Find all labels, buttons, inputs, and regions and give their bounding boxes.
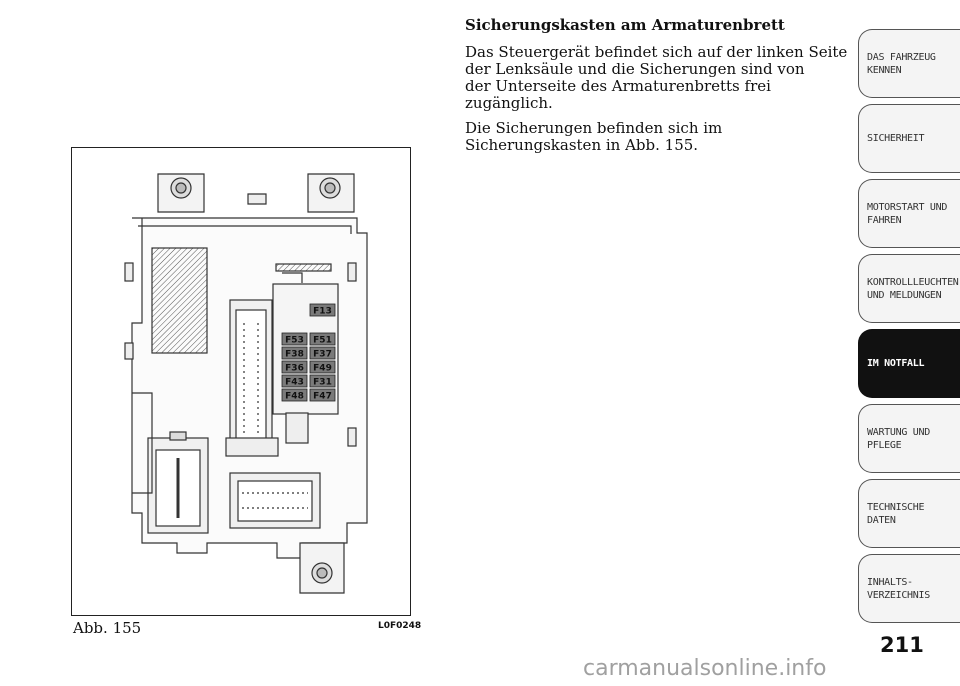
paragraph-1-line: zugänglich.: [465, 94, 553, 112]
tab-label: INHALTS- VERZEICHNIS: [867, 576, 930, 601]
fuse-box-figure: F13 F53 F38 F36 F43 F48 F51 F37 F49 F31 …: [71, 147, 411, 616]
tab-label: TECHNISCHE DATEN: [867, 501, 925, 526]
fuse-label: F38: [285, 350, 304, 360]
tab-sicherheit[interactable]: SICHERHEIT: [858, 104, 960, 173]
tab-label: DAS FAHRZEUG KENNEN: [867, 51, 936, 76]
fuse-label: F49: [313, 364, 332, 374]
fuse-label: F47: [313, 392, 332, 402]
tab-motorstart-und-fahren[interactable]: MOTORSTART UND FAHREN: [858, 179, 960, 248]
fuse-label: F51: [313, 336, 332, 346]
tab-inhaltsverzeichnis[interactable]: INHALTS- VERZEICHNIS: [858, 554, 960, 623]
fuse-label: F37: [313, 350, 332, 360]
fuse-label: F36: [285, 364, 304, 374]
fuse-label: F43: [285, 378, 304, 388]
fuse-label: F31: [313, 378, 332, 388]
tab-label: MOTORSTART UND FAHREN: [867, 201, 948, 226]
tab-label: IM NOTFALL: [867, 358, 925, 369]
section-title: Sicherungskasten am Armaturenbrett: [465, 16, 785, 34]
tab-im-notfall[interactable]: IM NOTFALL: [858, 329, 960, 398]
tab-label: SICHERHEIT: [867, 133, 925, 144]
paragraph-1-line: der Lenksäule und die Sicherungen sind v…: [465, 60, 805, 78]
paragraph-2: Die Sicherungen befinden sich im Sicheru…: [465, 120, 845, 154]
tab-label: KONTROLLLEUCHTEN UND MELDUNGEN: [867, 276, 959, 301]
chapter-tabs: DAS FAHRZEUG KENNEN SICHERHEIT MOTORSTAR…: [858, 29, 960, 629]
page-number: 211: [880, 633, 924, 657]
fuse-label: F53: [285, 336, 304, 346]
paragraph-1-line: der Unterseite des Armaturenbretts frei: [465, 77, 771, 95]
paragraph-2-line: Sicherungskasten in Abb. 155.: [465, 136, 699, 154]
fuse-box-drawing: F13 F53 F38 F36 F43 F48 F51 F37 F49 F31 …: [124, 173, 368, 594]
tab-technische-daten[interactable]: TECHNISCHE DATEN: [858, 479, 960, 548]
text-column: Sicherungskasten am Armaturenbrett Das S…: [465, 16, 848, 162]
fuse-label: F48: [285, 392, 304, 402]
tab-label: WARTUNG UND PFLEGE: [867, 426, 930, 451]
figure-caption: Abb. 155: [73, 619, 142, 637]
paragraph-2-line: Die Sicherungen befinden sich im: [465, 119, 723, 137]
paragraph-1-line: Das Steuergerät befindet sich auf der li…: [465, 43, 848, 61]
tab-das-fahrzeug-kennen[interactable]: DAS FAHRZEUG KENNEN: [858, 29, 960, 98]
paragraph-1: Das Steuergerät befindet sich auf der li…: [465, 43, 848, 112]
fuse-label-top: F13: [313, 307, 332, 317]
tab-wartung-und-pflege[interactable]: WARTUNG UND PFLEGE: [858, 404, 960, 473]
figure-code: L0F0248: [378, 621, 422, 631]
watermark: carmanualsonline.info: [583, 656, 827, 681]
tab-kontrollleuchten[interactable]: KONTROLLLEUCHTEN UND MELDUNGEN: [858, 254, 960, 323]
